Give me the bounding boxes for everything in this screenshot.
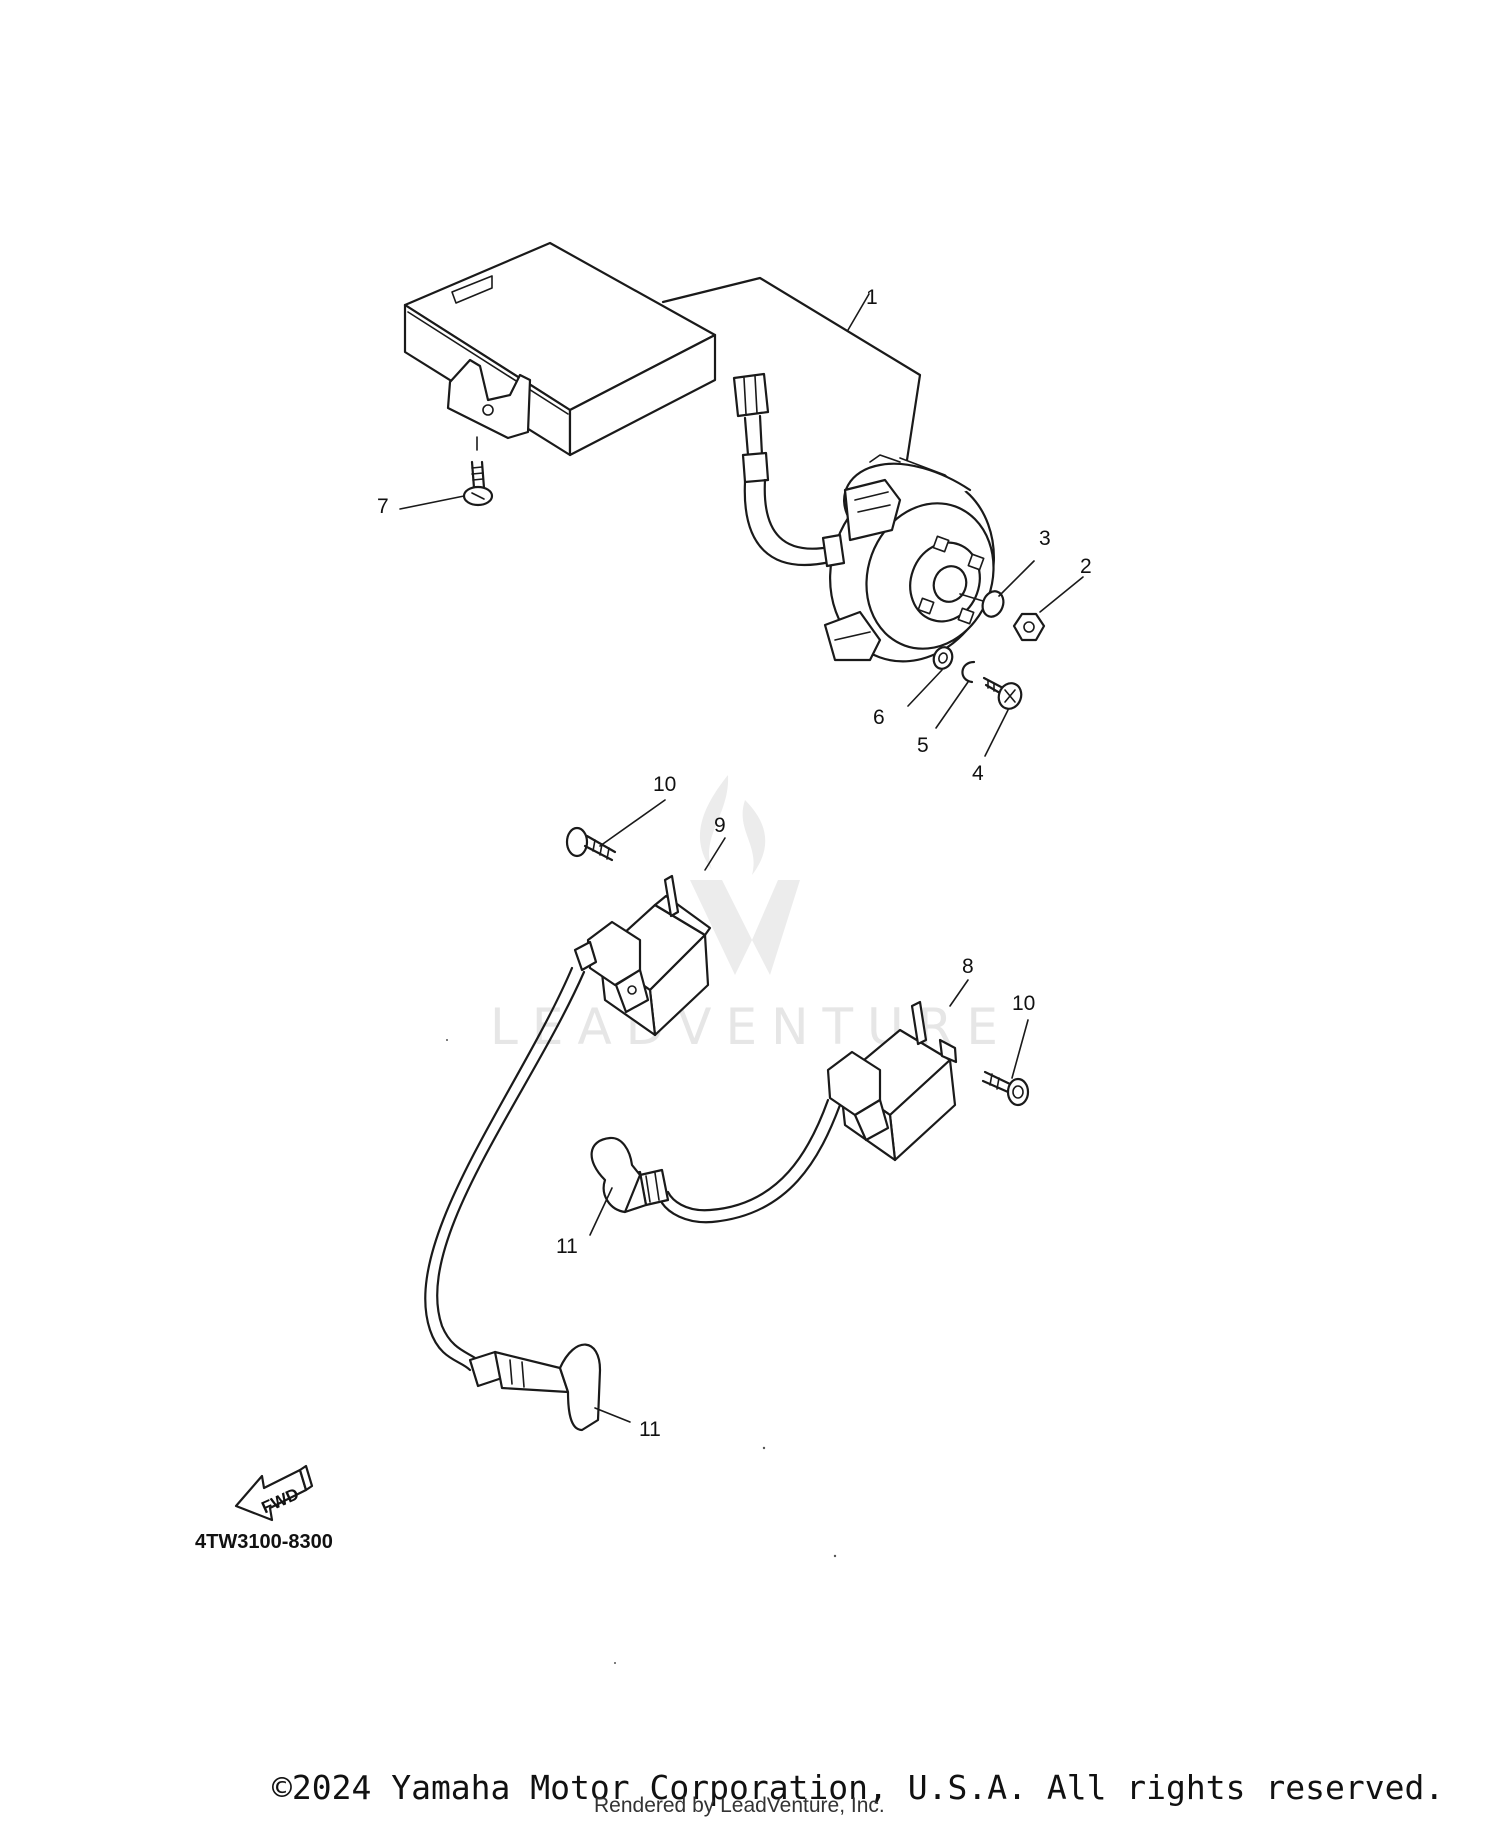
scan-specks [446,1039,837,1664]
washer-3 [959,590,1005,618]
callouts: 1 2 3 4 5 6 7 8 9 10 10 11 11 [377,286,1092,1441]
screw-4 [982,676,1023,710]
callout-1: 1 [866,286,878,309]
callout-3: 3 [1039,527,1051,550]
lock-washer-5 [961,660,976,684]
plug-cap-11-lower [468,1343,602,1432]
watermark-logo-icon [690,775,800,975]
watermark: LEADVENTURE [490,775,998,1056]
callout-2: 2 [1080,555,1092,578]
callout-10-right: 10 [1012,992,1035,1015]
callout-11-upper: 11 [556,1235,578,1258]
callout-11-lower: 11 [639,1418,661,1441]
callout-10-upper: 10 [653,773,676,796]
cdi-unit [403,241,717,457]
wire-harness [661,276,922,462]
callout-7: 7 [377,495,389,518]
bolt-10-upper [565,826,617,862]
copyright-notice: ©2024 Yamaha Motor Corporation, U.S.A. A… [272,1768,1445,1807]
leader-lines [399,495,1084,1423]
diagram-code: 4TW3100-8300 [195,1531,333,1553]
nut-2 [1012,612,1046,642]
plug-cap-11-upper [590,1136,670,1214]
callout-4: 4 [972,762,984,785]
callout-6: 6 [873,706,885,729]
callout-8: 8 [962,955,974,978]
ht-lead-9 [424,966,586,1372]
fwd-arrow-icon: FWD [234,1464,314,1522]
callout-5: 5 [917,734,929,757]
washer-6 [932,646,954,670]
ignition-coil-8 [826,1000,958,1162]
rendered-by-credit: Rendered by LeadVenture, Inc. [594,1794,885,1817]
ignition-coil-9 [573,874,712,1037]
stator-assembly [823,454,995,663]
callout-9: 9 [714,814,726,837]
ht-lead-8 [660,1098,842,1224]
bolt-10-right [981,1070,1030,1107]
stator-connector-cable [732,372,846,568]
bolt-7 [462,460,494,507]
